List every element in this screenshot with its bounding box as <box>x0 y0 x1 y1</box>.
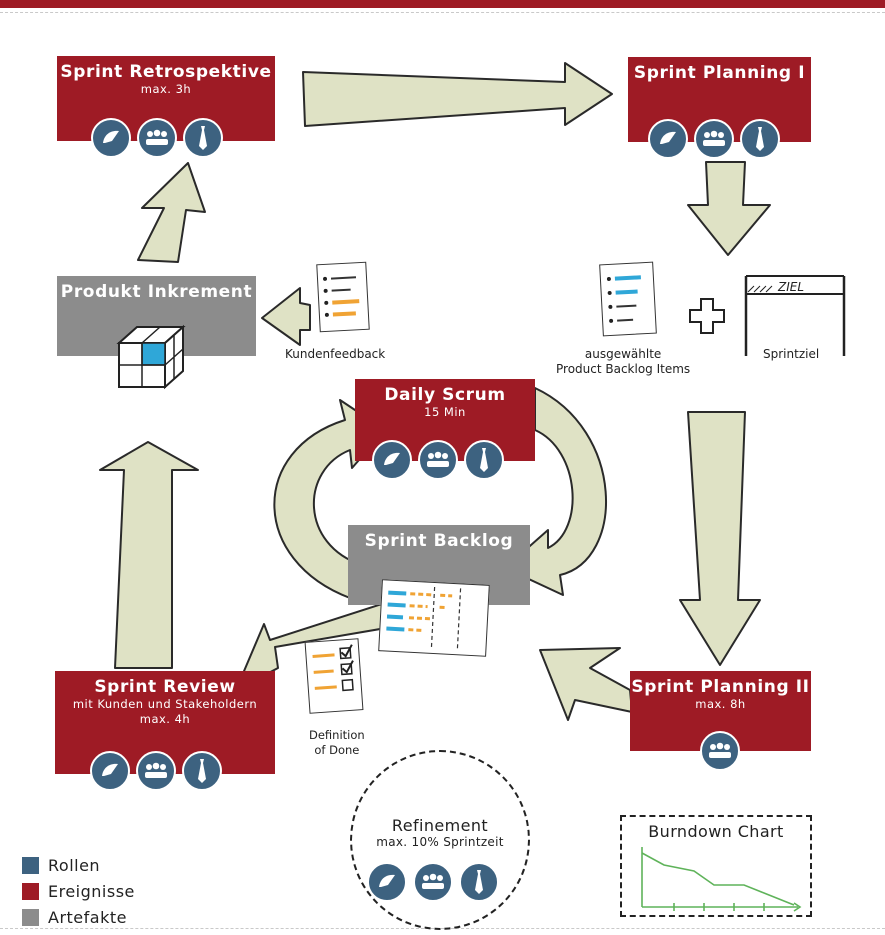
arrow-to-planning2 <box>679 411 761 666</box>
dod-line-2: of Done <box>314 743 360 757</box>
refinement-title: Refinement <box>391 816 489 835</box>
legend-label: Ereignisse <box>48 881 135 901</box>
roles-refinement <box>367 862 499 902</box>
top-divider <box>0 12 885 13</box>
arrow-feedback-to-increment <box>261 287 311 346</box>
roles-retro <box>91 118 223 158</box>
event-sprint-review: Sprint Review mit Kunden und Stakeholder… <box>55 671 275 774</box>
scrum-master-icon <box>182 751 222 791</box>
top-accent-bar <box>0 0 885 8</box>
goal-sign-icon <box>744 275 846 356</box>
backlog-items-document-icon <box>599 261 657 337</box>
legend-swatch <box>22 908 39 926</box>
burndown-chart-icon <box>641 847 802 912</box>
team-icon <box>137 118 177 158</box>
artifact-sprint-backlog: Sprint Backlog <box>348 525 530 605</box>
team-icon <box>413 862 453 902</box>
legend-label: Artefakte <box>48 907 127 927</box>
dod-label: Definition of Done <box>309 728 365 758</box>
roles-planning-1 <box>648 119 780 159</box>
plus-icon <box>689 298 725 334</box>
legend-item-events: Ereignisse <box>22 878 135 904</box>
legend-item-roles: Rollen <box>22 852 135 878</box>
team-icon <box>418 440 458 480</box>
event-title: Sprint Planning II <box>631 677 810 697</box>
event-title: Sprint Planning I <box>633 63 806 83</box>
legend-item-artifacts: Artefakte <box>22 904 135 930</box>
burndown-title: Burndown Chart <box>648 822 784 841</box>
task-board-icon <box>378 579 490 657</box>
arrow-retro-to-planning <box>302 62 613 127</box>
team-icon <box>694 119 734 159</box>
arrow-planning2-to-backlog <box>539 647 633 721</box>
arrow-review-to-increment <box>99 441 199 669</box>
sprint-goal-label: Sprintziel <box>763 347 820 361</box>
scrum-master-icon <box>459 862 499 902</box>
roles-daily <box>372 440 504 480</box>
burndown-chart-box: Burndown Chart <box>620 815 812 917</box>
legend-swatch <box>22 882 39 900</box>
legend-swatch <box>22 856 39 874</box>
goal-sign-text: ZIEL <box>778 280 805 294</box>
dod-line-1: Definition <box>309 728 365 742</box>
feedback-label: Kundenfeedback <box>285 347 386 361</box>
scrum-master-icon <box>183 118 223 158</box>
selected-line-2: Product Backlog Items <box>556 362 691 376</box>
team-icon <box>136 751 176 791</box>
scrum-master-icon <box>740 119 780 159</box>
product-owner-icon <box>372 440 412 480</box>
artifact-title: Produkt Inkrement <box>60 282 253 302</box>
legend-label: Rollen <box>48 855 101 875</box>
event-duration: max. 8h <box>695 697 746 711</box>
artifact-title: Sprint Backlog <box>364 531 514 551</box>
legend: Rollen Ereignisse Artefakte <box>22 852 135 930</box>
cube-icon <box>116 324 186 390</box>
event-title: Sprint Review <box>94 677 236 697</box>
refinement-subtitle: max. 10% Sprintzeit <box>376 835 504 849</box>
event-title: Daily Scrum <box>384 385 506 405</box>
feedback-document-icon <box>316 261 370 333</box>
arrow-planning-down <box>687 161 771 256</box>
event-title: Sprint Retrospektive <box>60 62 272 82</box>
product-owner-icon <box>91 118 131 158</box>
product-owner-icon <box>90 751 130 791</box>
scrum-master-icon <box>464 440 504 480</box>
team-icon <box>700 731 740 771</box>
product-owner-icon <box>648 119 688 159</box>
selected-line-1: ausgewählte <box>584 347 662 361</box>
roles-review <box>90 751 222 791</box>
arrow-loop-right <box>504 387 607 596</box>
product-owner-icon <box>367 862 407 902</box>
selected-items-label: ausgewählte Product Backlog Items <box>556 347 690 377</box>
event-duration: max. 4h <box>139 712 191 726</box>
arrow-increment-to-retro <box>137 162 206 263</box>
definition-of-done-icon <box>304 638 364 714</box>
roles-planning-2 <box>700 731 740 771</box>
event-duration: max. 3h <box>140 82 192 96</box>
event-audience: mit Kunden und Stakeholdern <box>72 697 258 711</box>
refinement-circle: Refinement max. 10% Sprintzeit <box>350 750 530 930</box>
event-duration: 15 Min <box>424 405 466 419</box>
